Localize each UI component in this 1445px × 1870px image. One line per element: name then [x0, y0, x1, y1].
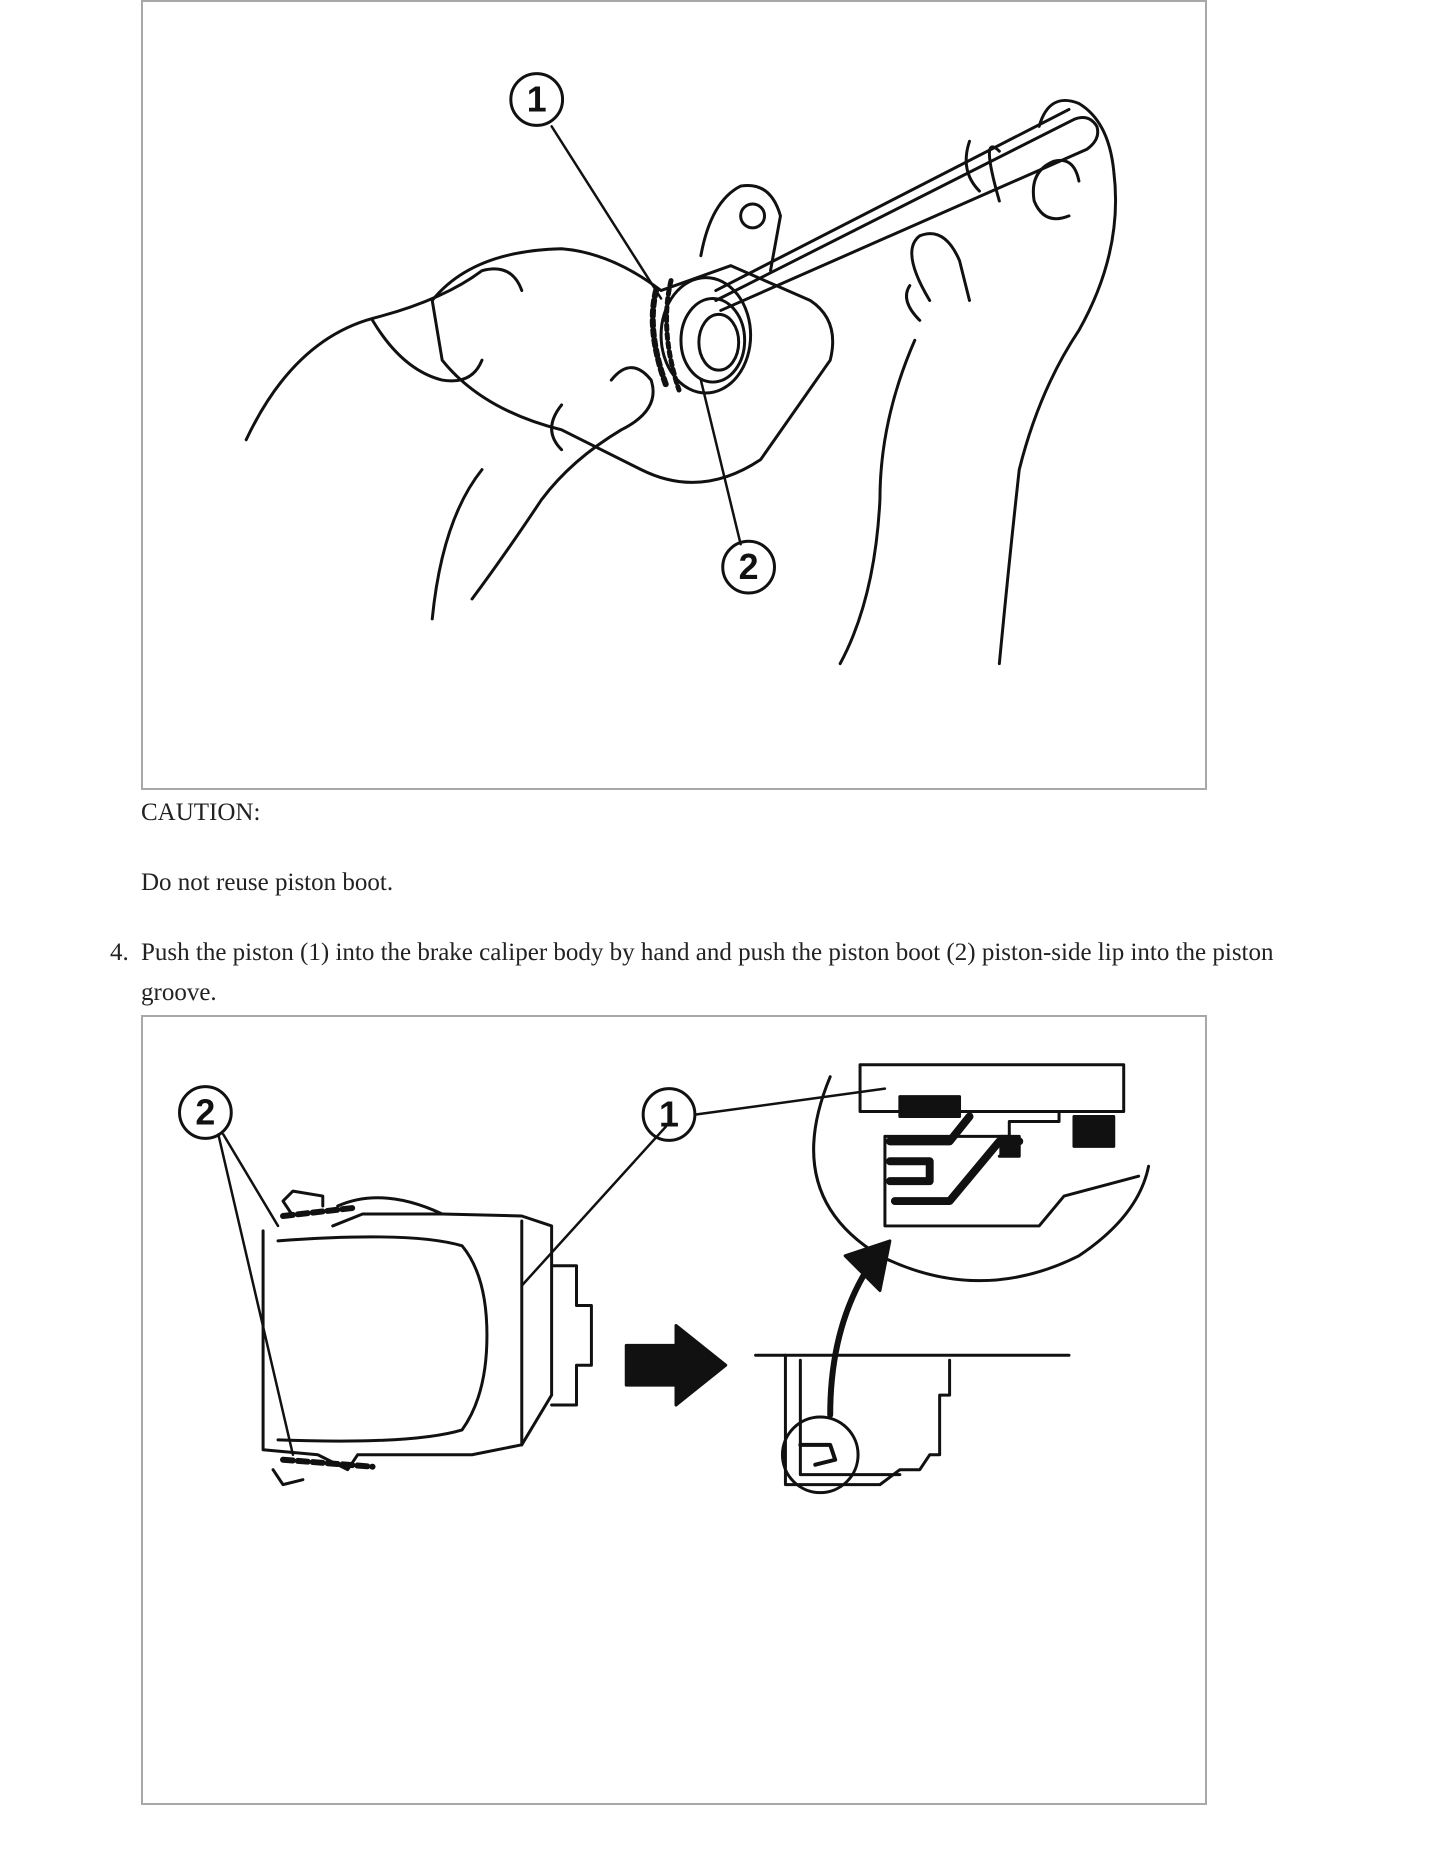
callout-label-2: 2 [195, 1093, 215, 1133]
illustration-piston-groove: 2 1 [178, 1063, 1151, 1495]
figure-piston-boot-removal: 1 2 [141, 0, 1207, 790]
callout-label-1: 1 [659, 1095, 679, 1135]
step-text: Push the piston (1) into the brake calip… [141, 939, 1274, 1006]
illustration-remove-piston-boot: 1 2 [244, 72, 1118, 666]
callout-label-1: 1 [527, 80, 547, 120]
caution-text: Do not reuse piston boot. [141, 869, 394, 896]
figure-piston-installation: 2 1 [141, 1015, 1207, 1805]
callout-label-2: 2 [739, 547, 759, 587]
step-4: 4. Push the piston (1) into the brake ca… [110, 933, 1330, 1013]
caution-label: CAUTION: [141, 799, 261, 826]
step-number: 4. [110, 939, 129, 966]
